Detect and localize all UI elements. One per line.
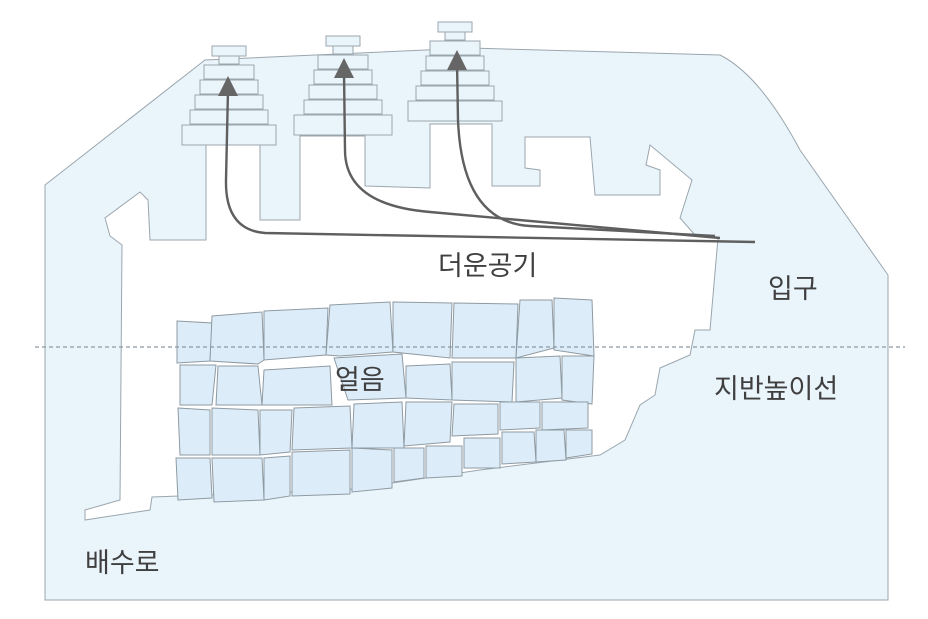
label-entrance: 입구 [768, 274, 818, 305]
vent-1 [181, 45, 277, 146]
arrowhead-2 [334, 58, 354, 78]
arrowhead-1 [218, 76, 238, 96]
airflow-arrow-3 [455, 61, 716, 238]
label-drain: 배수로 [85, 548, 160, 579]
airflow-arrow-1 [224, 89, 756, 244]
label-warm-air: 더운공기 [438, 251, 537, 282]
label-ice: 얼음 [335, 365, 385, 396]
vent-3 [407, 21, 503, 122]
ice-blocks [175, 297, 595, 503]
warm-air-flow [218, 50, 756, 244]
airflow-arrow-2 [342, 71, 721, 240]
arrowhead-3 [447, 50, 467, 70]
label-ground-level: 지반높이선 [714, 374, 838, 405]
